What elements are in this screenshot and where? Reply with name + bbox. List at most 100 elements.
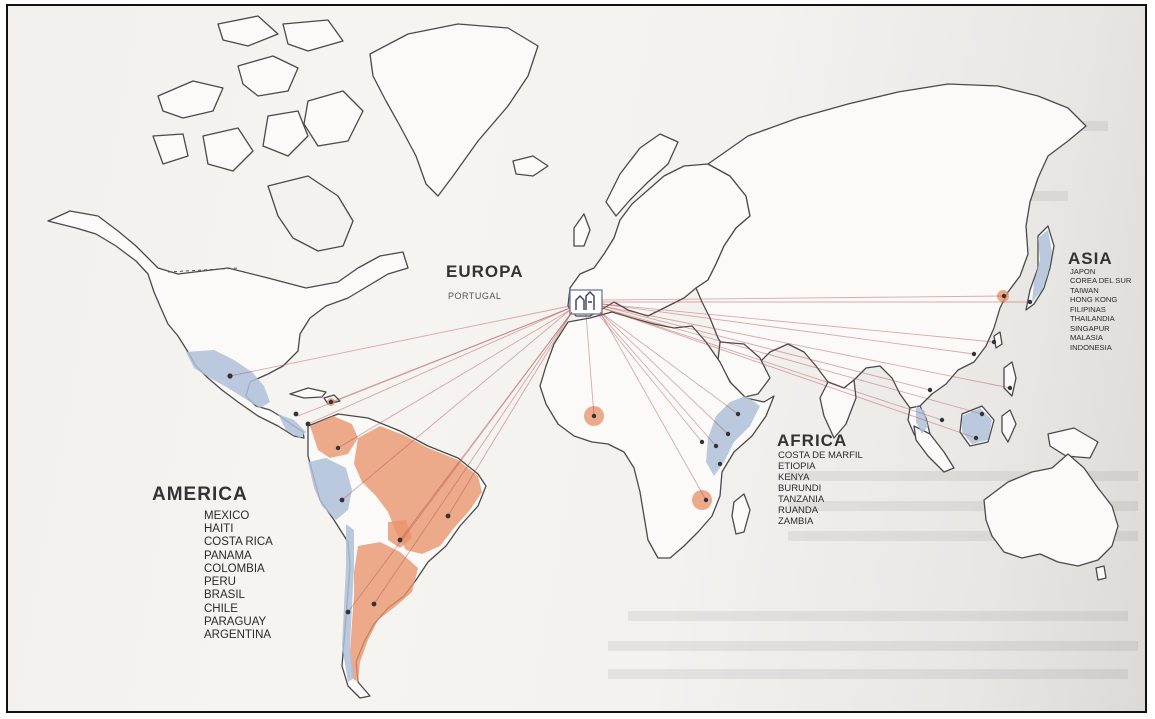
country-label: PANAMA: [204, 549, 252, 562]
country-label: JAPON: [1070, 267, 1096, 276]
arctic-island: [217, 15, 279, 47]
church-icon: [575, 291, 595, 310]
marker-south-korea: [1001, 293, 1007, 299]
marker-japan: [1027, 299, 1033, 305]
city-markers: [227, 293, 1033, 615]
country-label: FILIPINAS: [1070, 304, 1106, 314]
country-label: TANZANIA: [778, 493, 825, 505]
marker-kenya: [725, 431, 731, 437]
marker-ethiopia: [735, 411, 741, 417]
indonesia-region: [962, 408, 992, 444]
marker-cote-divoire: [591, 413, 597, 419]
marker-indonesia: [973, 435, 979, 441]
country-label: COSTA RICA: [204, 536, 273, 549]
country-label: CHILE: [204, 602, 238, 615]
new-guinea-island: [1047, 427, 1099, 459]
marker-argentina: [371, 601, 377, 607]
country-label: COREA DEL SUR: [1070, 276, 1132, 286]
sulawesi-island: [1001, 409, 1017, 443]
country-label: KENYA: [778, 471, 810, 483]
country-label: COLOMBIA: [204, 562, 265, 575]
marker-brasil: [445, 513, 451, 519]
marker-philippines: [1007, 385, 1013, 391]
arctic-island: [202, 127, 254, 172]
arctic-island: [237, 55, 299, 97]
marker-chile: [345, 609, 351, 615]
map-frame: AMERICA MEXICO HAITI COSTA RICA PANAMA C…: [6, 4, 1147, 713]
country-label: TAIWAN: [1070, 285, 1099, 295]
highlight-blue-group: [186, 230, 1052, 682]
iceland-island: [512, 155, 549, 177]
marker-hong-kong: [971, 351, 977, 357]
peru-region: [308, 458, 352, 520]
country-label: BURUNDI: [778, 482, 822, 494]
chile-region: [342, 524, 354, 682]
japan-region: [1032, 230, 1052, 302]
marker-colombia: [335, 445, 341, 451]
country-label: MALASIA: [1070, 333, 1103, 343]
marker-paraguay: [397, 537, 403, 543]
america-country-list: MEXICO HAITI COSTA RICA PANAMA COLOMBIA …: [204, 510, 273, 642]
country-label: THAILANDIA: [1070, 314, 1115, 324]
colombia-region: [310, 416, 358, 458]
marker-costa-rica: [293, 411, 299, 417]
page-bleed-through: [608, 121, 1138, 679]
east-africa-region: [706, 396, 760, 476]
madagascar-island: [731, 493, 751, 535]
africa-title: AFRICA: [777, 431, 848, 450]
zambia-region: [692, 490, 712, 510]
europa-title: EUROPA: [446, 262, 524, 281]
marker-panama: [305, 421, 311, 427]
country-label: SINGAPUR: [1070, 323, 1110, 333]
arctic-island: [157, 80, 224, 119]
america-title: AMERICA: [152, 484, 248, 505]
marker-burundi: [699, 439, 705, 445]
greenland-landmass: [369, 23, 539, 197]
brasil-region: [354, 426, 482, 554]
scandinavia-landmass: [605, 133, 679, 217]
country-label: RUANDA: [778, 504, 819, 516]
africa-country-list: COSTA DE MARFIL ETIOPIA KENYA BURUNDI TA…: [778, 450, 863, 527]
marker-singapore: [939, 417, 945, 423]
arctic-island: [282, 19, 344, 52]
marker-tanzania: [717, 461, 723, 467]
british-isles: [573, 213, 591, 247]
cuba-island: [289, 387, 327, 399]
central-america-region: [278, 414, 306, 438]
sumatra-island: [913, 425, 955, 473]
hudson-bay-coast: [267, 175, 354, 252]
country-label: ZAMBIA: [778, 515, 814, 527]
country-label: COSTA DE MARFIL: [778, 450, 863, 461]
connector-lines: [229, 295, 1030, 613]
paraguay-region: [388, 520, 412, 548]
marker-zambia: [703, 497, 709, 503]
country-label: ARGENTINA: [204, 628, 272, 641]
marker-peru: [339, 497, 345, 503]
india-peninsula: [819, 379, 857, 439]
marker-thailand: [927, 387, 933, 393]
portugal-hub: [569, 289, 603, 315]
marker-rwanda: [713, 443, 719, 449]
country-label: ETIOPIA: [778, 460, 816, 472]
marker-malaysia: [979, 411, 985, 417]
taiwan-island: [993, 331, 1003, 349]
marker-haiti: [328, 399, 334, 405]
country-label: HAITI: [204, 523, 234, 536]
country-label: PORTUGAL: [448, 291, 502, 301]
tasmania-island: [1095, 565, 1107, 581]
country-label: PERU: [204, 576, 236, 589]
asia-country-list: JAPON COREA DEL SUR TAIWAN HONG KONG FIL…: [1070, 267, 1131, 352]
malaysia-region: [916, 406, 928, 434]
argentina-region: [350, 542, 418, 682]
arctic-island: [262, 110, 309, 157]
asia-title: ASIA: [1068, 249, 1113, 268]
world-map: [47, 15, 1138, 699]
country-label: BRASIL: [204, 589, 245, 602]
arctic-island: [152, 133, 189, 165]
australia-landmass: [983, 453, 1119, 567]
philippines-islands: [1003, 361, 1017, 397]
marker-taiwan: [991, 339, 997, 345]
mexico-region: [186, 350, 270, 408]
country-label: INDONESIA: [1070, 342, 1112, 352]
africa-landmass: [539, 311, 775, 559]
